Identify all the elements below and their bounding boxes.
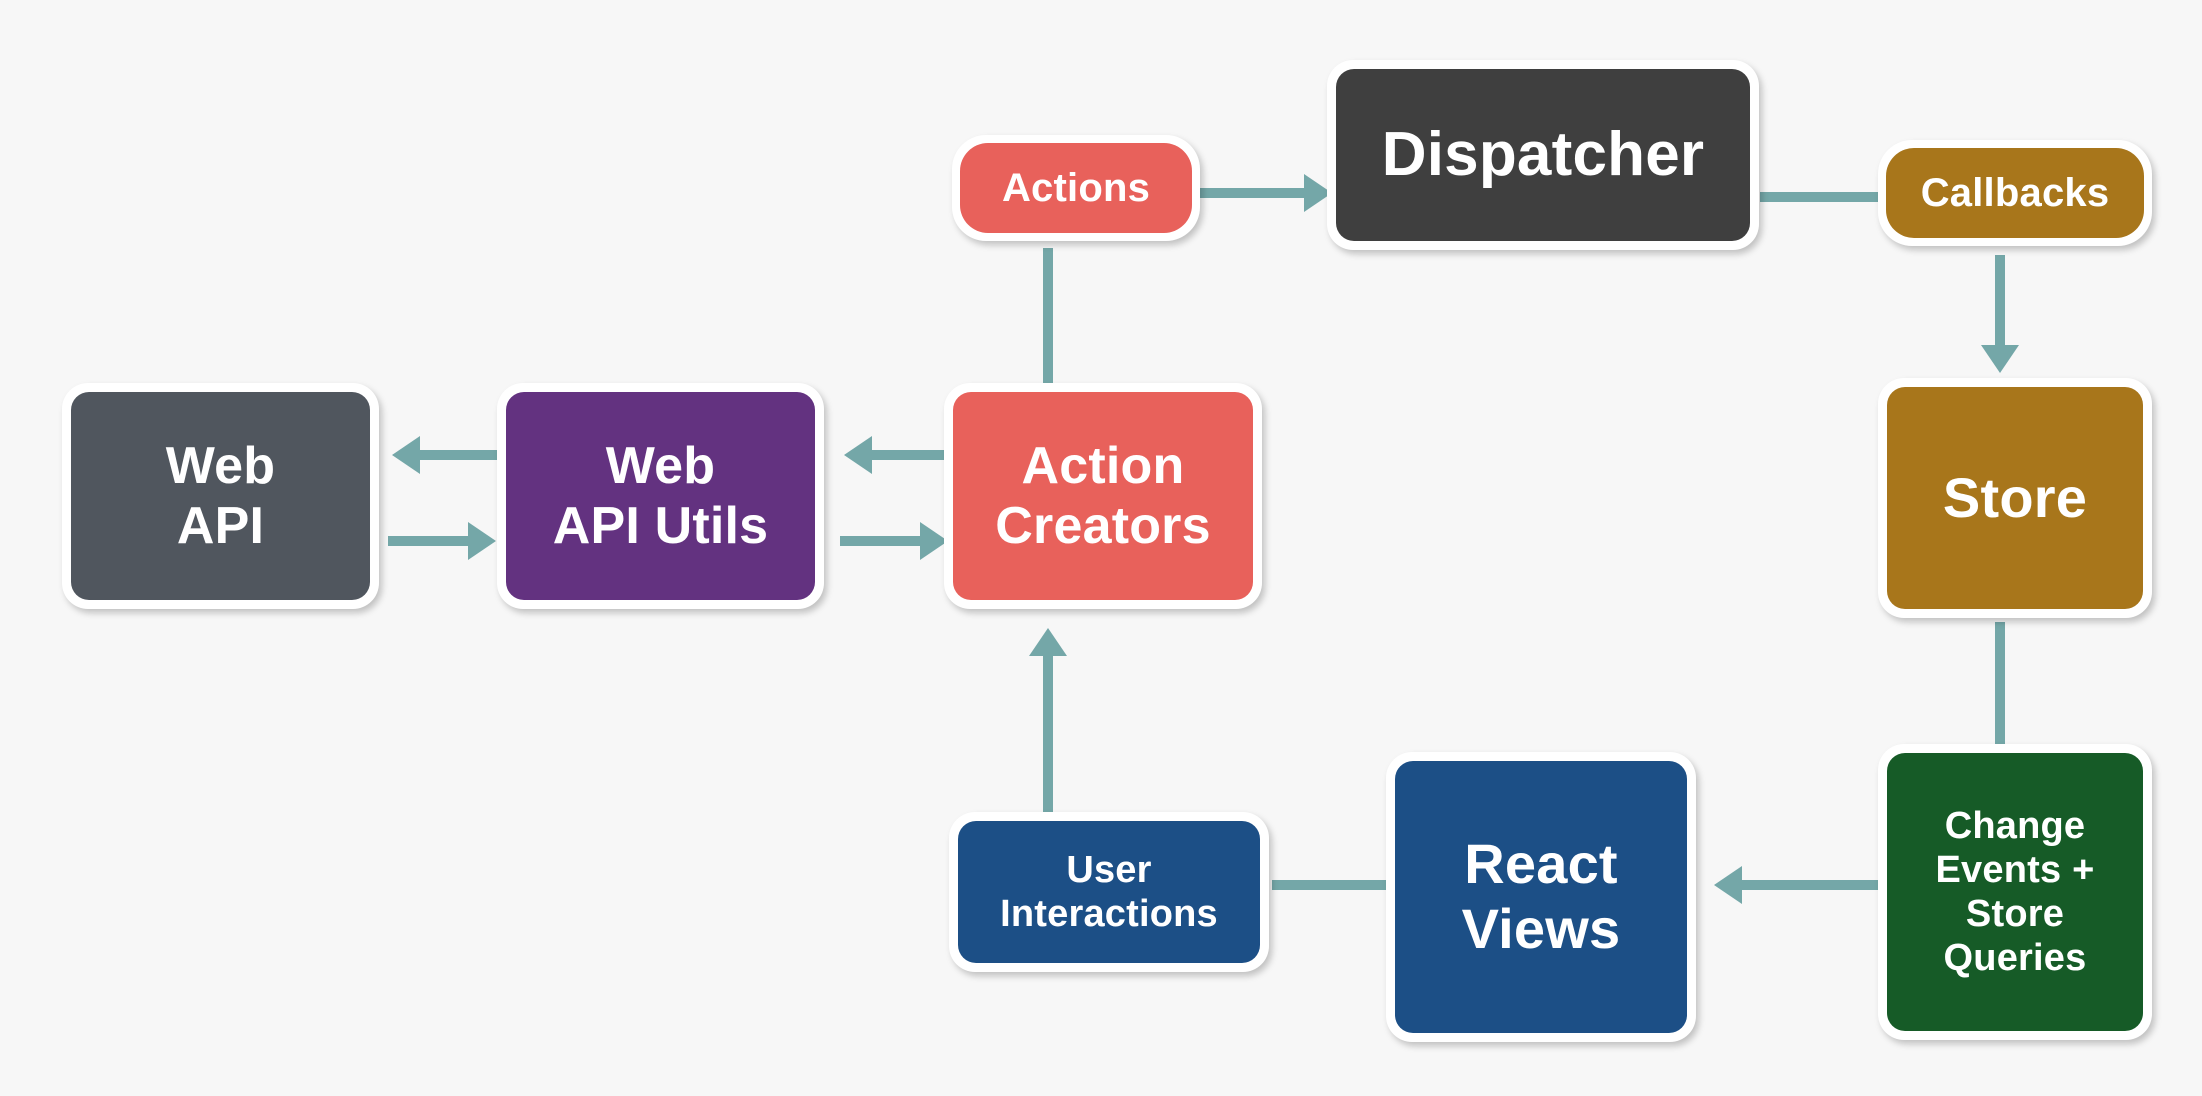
connector-action-creators-to-actions <box>1043 248 1053 383</box>
node-react-views-fill: React Views <box>1395 761 1687 1033</box>
connector-action-creators-to-web-api-utils <box>872 450 958 460</box>
arrowhead-web-api-utils-to-action-creators <box>920 522 948 560</box>
node-user-interactions-label: User Interactions <box>1000 848 1218 935</box>
node-change-events-store-queries-fill: Change Events + Store Queries <box>1887 753 2143 1031</box>
node-action-creators-fill: Action Creators <box>953 392 1253 600</box>
node-react-views-label: React Views <box>1461 832 1621 960</box>
arrowhead-web-api-to-web-api-utils <box>468 522 496 560</box>
node-web-api-utils-label: Web API Utils <box>552 436 769 555</box>
node-action-creators-label: Action Creators <box>995 436 1211 555</box>
node-web-api-utils-fill: Web API Utils <box>506 392 815 600</box>
connector-web-api-to-web-api-utils <box>388 536 476 546</box>
node-actions[interactable]: Actions <box>952 135 1200 241</box>
node-user-interactions-fill: User Interactions <box>958 821 1260 963</box>
node-change-events-store-queries-label: Change Events + Store Queries <box>1935 804 2095 980</box>
node-action-creators[interactable]: Action Creators <box>944 383 1262 609</box>
node-store-label: Store <box>1942 465 2088 529</box>
node-web-api-label: Web API <box>165 436 276 555</box>
connector-change-events-to-react-views <box>1742 880 1882 890</box>
connector-web-api-utils-to-action-creators <box>840 536 928 546</box>
node-web-api-utils[interactable]: Web API Utils <box>497 383 824 609</box>
connector-dispatcher-to-callbacks <box>1760 192 1878 202</box>
connector-user-interactions-to-action-creators <box>1043 652 1053 812</box>
arrowhead-callbacks-to-store <box>1981 345 2019 373</box>
node-web-api-fill: Web API <box>71 392 370 600</box>
node-dispatcher[interactable]: Dispatcher <box>1327 60 1759 250</box>
node-dispatcher-fill: Dispatcher <box>1336 69 1750 241</box>
arrowhead-web-api-utils-to-web-api <box>392 436 420 474</box>
arrowhead-action-creators-to-web-api-utils <box>844 436 872 474</box>
arrowhead-user-interactions-to-action-creators <box>1029 628 1067 656</box>
arrowhead-change-events-to-react-views <box>1714 866 1742 904</box>
node-store-fill: Store <box>1887 387 2143 609</box>
node-callbacks[interactable]: Callbacks <box>1878 140 2152 246</box>
node-web-api[interactable]: Web API <box>62 383 379 609</box>
node-change-events-store-queries[interactable]: Change Events + Store Queries <box>1878 744 2152 1040</box>
connector-actions-to-dispatcher <box>1200 188 1312 198</box>
node-callbacks-label: Callbacks <box>1920 170 2110 215</box>
node-store[interactable]: Store <box>1878 378 2152 618</box>
node-actions-fill: Actions <box>960 143 1192 233</box>
node-react-views[interactable]: React Views <box>1386 752 1696 1042</box>
connector-callbacks-to-store <box>1995 255 2005 360</box>
connector-web-api-utils-to-web-api <box>420 450 506 460</box>
node-dispatcher-label: Dispatcher <box>1381 120 1705 190</box>
node-actions-label: Actions <box>1001 165 1151 210</box>
connector-store-to-change-events <box>1995 622 2005 744</box>
node-callbacks-fill: Callbacks <box>1886 148 2144 238</box>
node-user-interactions[interactable]: User Interactions <box>949 812 1269 972</box>
connector-react-views-to-user-interactions <box>1272 880 1390 890</box>
